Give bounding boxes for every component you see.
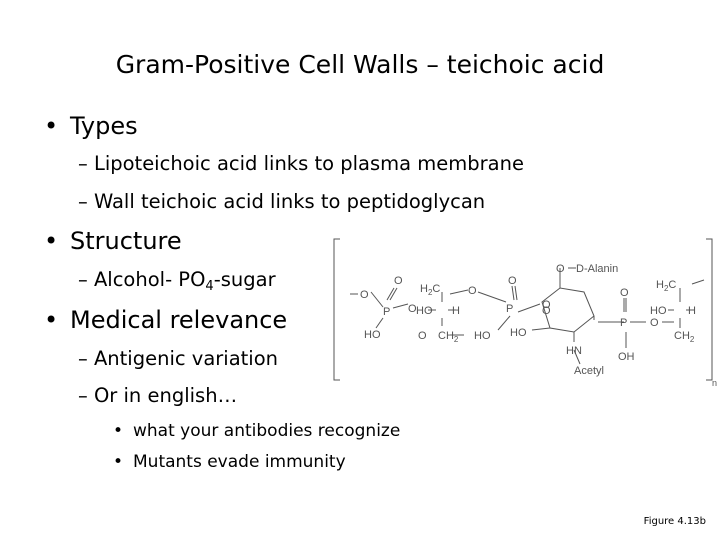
atom-h: H (452, 305, 460, 317)
atom-o: O (508, 275, 517, 287)
atom-o: O (620, 287, 629, 299)
bullet-dot-icon: • (113, 421, 124, 441)
bullet-medical-relevance: •Medical relevance (44, 306, 288, 334)
atom-o: O (394, 275, 403, 287)
teichoic-acid-structure-diagram: O O P HO O H2C HO H O CH2 O O P HO O O D… (333, 238, 717, 388)
bullet-dot-icon: • (113, 452, 124, 472)
sub-bullet-antigenic-variation: – Antigenic variation (78, 347, 279, 370)
teichoic-acid-structure-figure: O O P HO O H2C HO H O CH2 O O P HO O O D… (328, 232, 720, 392)
repeat-count-n: n (712, 378, 717, 388)
atom-o: O (556, 263, 565, 275)
atom-h2c: H2C (420, 283, 440, 297)
atom-o: O (468, 285, 477, 297)
bullet-dot-icon: • (44, 306, 59, 334)
atom-ho: HO (474, 330, 491, 342)
atom-p: P (620, 317, 627, 329)
atom-hn: HN (566, 345, 582, 357)
atom-ho: HO (364, 329, 381, 341)
atom-h: H (688, 305, 696, 317)
sub-bullet-or-in-english: – Or in english… (78, 384, 238, 407)
atom-ho: HO (650, 305, 667, 317)
atom-o: O (542, 305, 551, 317)
slide-title: Gram-Positive Cell Walls – teichoic acid (115, 50, 605, 79)
atom-label-acetyl: Acetyl (574, 365, 604, 377)
sub-bullet-lipoteichoic: – Lipoteichoic acid links to plasma memb… (78, 152, 524, 175)
bullet-types: •Types (44, 112, 138, 140)
atom-label-d-alanin: D-Alanin (576, 263, 618, 275)
atom-o: O (408, 303, 417, 315)
atom-ho: HO (416, 305, 433, 317)
atom-o: O (650, 317, 659, 329)
atom-o: O (360, 289, 369, 301)
sub-bullet-alcohol-po4-sugar: – Alcohol- PO4-sugar (78, 268, 276, 294)
figure-caption: Figure 4.13b (643, 516, 706, 527)
atom-ho: HO (510, 327, 527, 339)
bullet-structure: •Structure (44, 227, 182, 255)
atom-ch2: CH2 (438, 330, 459, 344)
sub-sub-bullet-antibodies: •what your antibodies recognize (113, 421, 401, 441)
atom-o: O (418, 330, 427, 342)
atom-p: P (506, 303, 513, 315)
atom-h2c: H2C (656, 279, 676, 293)
bullet-dot-icon: • (44, 112, 59, 140)
bullet-dot-icon: • (44, 227, 59, 255)
sub-sub-bullet-mutants: •Mutants evade immunity (113, 452, 346, 472)
atom-p: P (383, 306, 390, 318)
atom-o: O (542, 299, 551, 311)
sub-bullet-wall-teichoic: – Wall teichoic acid links to peptidogly… (78, 190, 486, 213)
atom-ch2: CH2 (674, 330, 695, 344)
atom-oh: OH (618, 351, 635, 363)
